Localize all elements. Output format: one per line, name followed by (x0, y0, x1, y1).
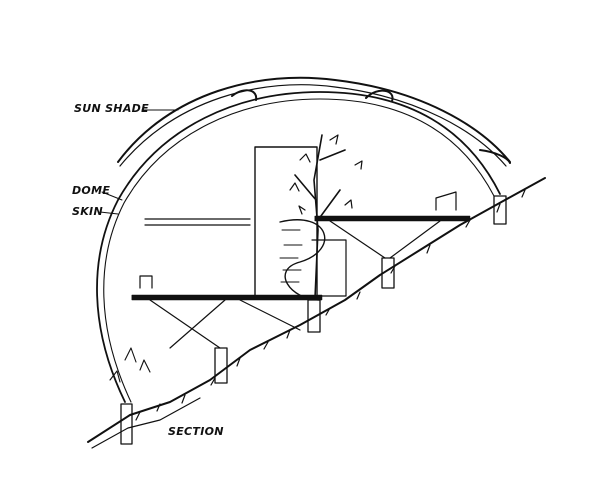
sun-shade-label: SUN SHADE (74, 102, 149, 115)
skin-label: SKIN (72, 205, 103, 218)
sun-shade (117, 76, 511, 167)
dome-label: DOME (72, 184, 111, 197)
dome-skin (96, 91, 501, 403)
leader-lines (99, 109, 179, 215)
tree-foliage (109, 134, 363, 383)
footings (120, 195, 507, 445)
core-tower (254, 146, 347, 301)
floor-structure (131, 191, 471, 301)
section-label: SECTION (168, 425, 224, 438)
